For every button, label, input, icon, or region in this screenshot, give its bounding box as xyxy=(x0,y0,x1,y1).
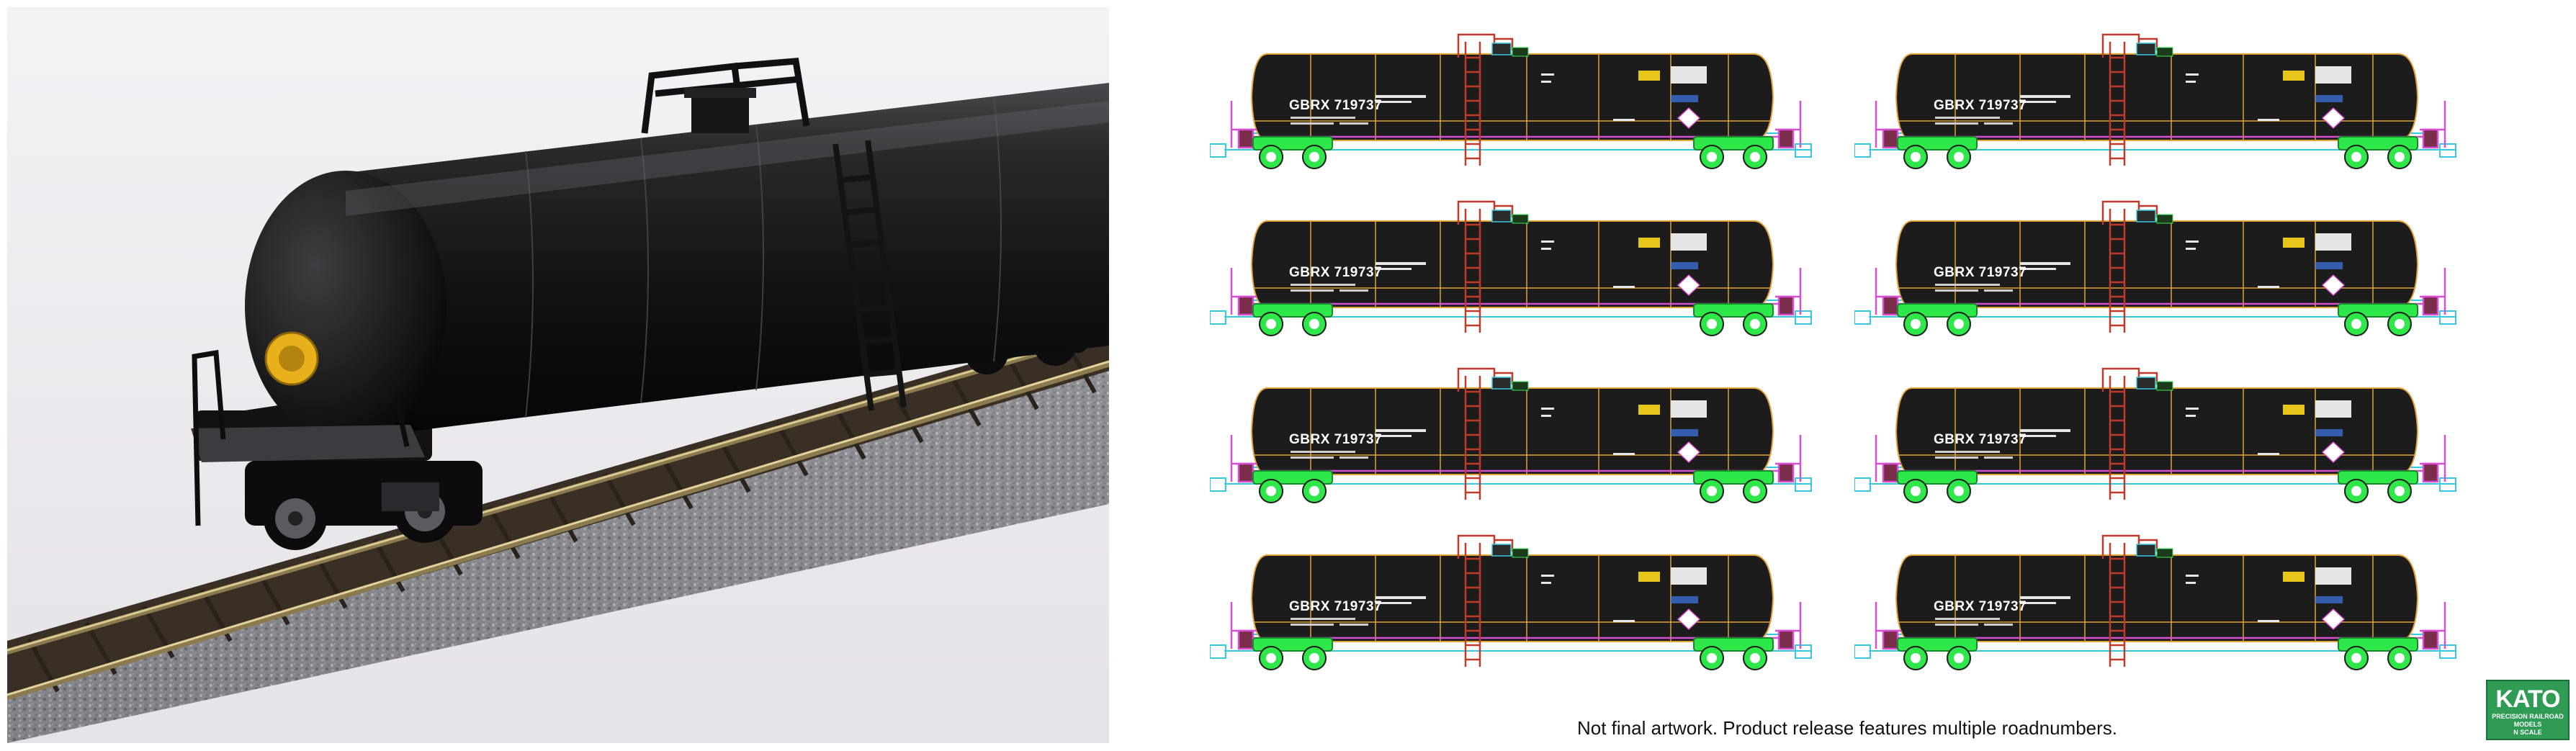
tank-car-photo xyxy=(7,7,1109,743)
tank-car-drawing-8: GBRX 719737 xyxy=(1854,530,2467,674)
tank-car-drawing-6: GBRX 719737 xyxy=(1854,363,2467,507)
rails xyxy=(7,330,1109,701)
tank-car-drawing xyxy=(1854,367,2456,503)
tank-car-drawing xyxy=(1210,367,1812,503)
tank-car-drawing xyxy=(1854,200,2456,336)
artwork-disclaimer-caption: Not final artwork. Product release featu… xyxy=(1577,717,2118,739)
kato-logo-line2: N SCALE xyxy=(2513,729,2542,736)
kato-logo-brand: KATO xyxy=(2495,685,2560,713)
yellow-end-valve xyxy=(264,331,319,386)
tank-car-drawings-grid: GBRX 719737 xyxy=(1210,29,2492,677)
reporting-mark: GBRX 719737 xyxy=(1289,432,1383,447)
tank-car-photo-illustration xyxy=(7,58,1109,743)
reporting-mark: GBRX 719737 xyxy=(1934,265,2027,280)
tank-car-drawing-3: GBRX 719737 xyxy=(1210,196,1822,340)
reporting-mark: GBRX 719737 xyxy=(1934,432,2027,447)
side-ladder xyxy=(833,140,907,411)
reporting-mark: GBRX 719737 xyxy=(1934,599,2027,614)
tank-car-drawing xyxy=(1210,534,1812,670)
kato-logo: KATO PRECISION RAILROAD MODELS N SCALE xyxy=(2486,680,2570,740)
kato-logo-line1: PRECISION RAILROAD MODELS xyxy=(2492,713,2564,728)
tank-car-drawing xyxy=(1210,33,1812,169)
front-truck xyxy=(245,461,483,550)
tank-car-drawing-2: GBRX 719737 xyxy=(1854,29,2467,173)
reporting-mark: GBRX 719737 xyxy=(1934,98,2027,113)
tank-car-drawing-7: GBRX 719737 xyxy=(1210,530,1822,674)
reporting-mark: GBRX 719737 xyxy=(1289,98,1383,113)
tank-car-drawing xyxy=(1854,33,2456,169)
tank-car-drawing-1: GBRX 719737 xyxy=(1210,29,1822,173)
tank-car-drawing-5: GBRX 719737 xyxy=(1210,363,1822,507)
reporting-mark: GBRX 719737 xyxy=(1289,599,1383,614)
reporting-mark: GBRX 719737 xyxy=(1289,265,1383,280)
manway-cover xyxy=(691,94,749,133)
tank-car-drawing xyxy=(1210,200,1812,336)
tank-body xyxy=(245,83,1109,441)
tank-car-drawing-4: GBRX 719737 xyxy=(1854,196,2467,340)
tank-car-drawing xyxy=(1854,534,2456,670)
end-platform xyxy=(191,349,425,526)
